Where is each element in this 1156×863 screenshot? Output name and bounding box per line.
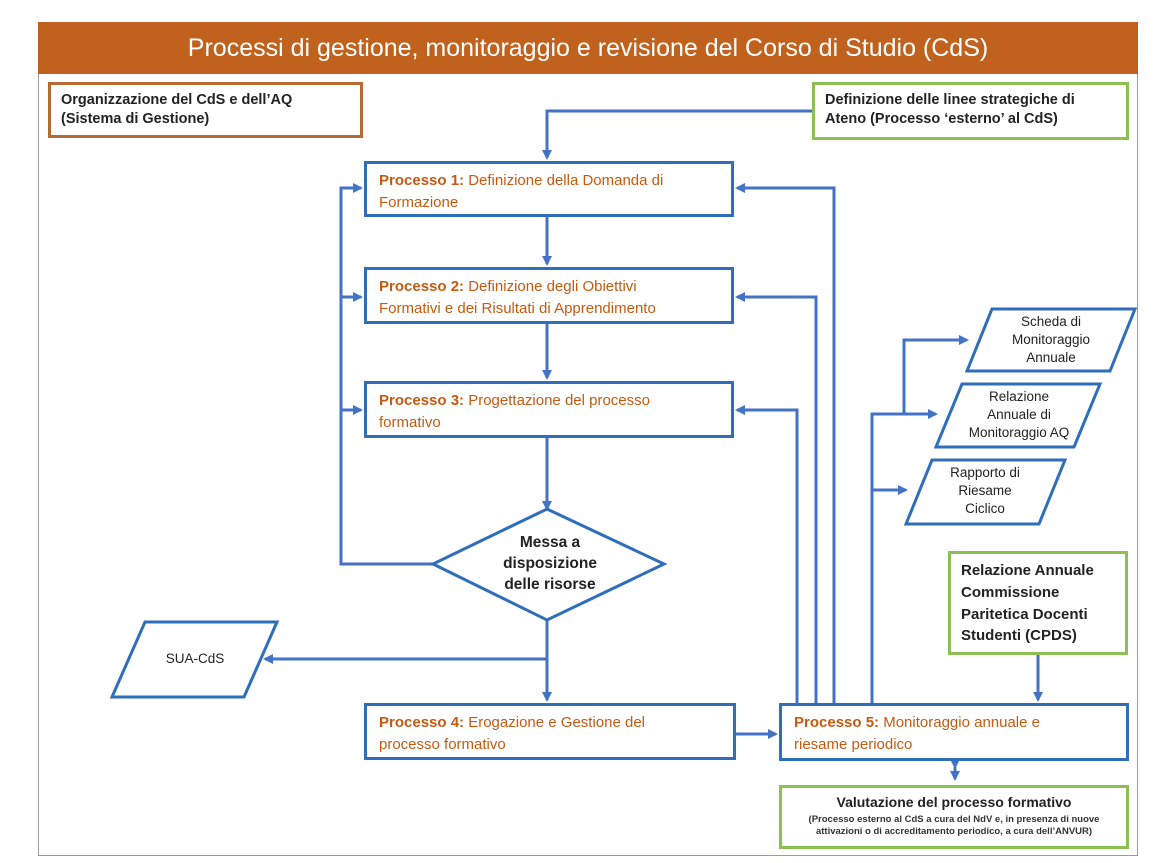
decision-line1: Messa a: [519, 534, 581, 551]
cpds-line1: Relazione Annuale: [961, 562, 1094, 579]
cpds-line3: Paritetica Docenti: [961, 605, 1088, 623]
process-1-text1: Definizione della Domanda di: [464, 172, 664, 189]
sua-cds-shape: [109, 620, 280, 699]
process-5-box: Processo 5: Monitoraggio annuale e riesa…: [779, 703, 1129, 761]
feedback-p5-to-p1: [735, 183, 836, 703]
scheda-label: Scheda di Monitoraggio Annuale: [980, 313, 1122, 368]
cpds-line2: Commissione: [961, 583, 1060, 601]
process-4-box: Processo 4: Erogazione e Gestione del pr…: [364, 703, 736, 760]
org-line2: (Sistema di Gestione): [61, 110, 210, 127]
scheda-shape: [964, 307, 1138, 373]
valutazione-subtitle: (Processo esterno al CdS a cura del NdV …: [790, 814, 1118, 839]
valutazione-title: Valutazione del processo formativo: [836, 794, 1072, 810]
process-4-label: Processo 4:: [379, 714, 465, 731]
process-2-label: Processo 2:: [379, 278, 465, 295]
valutazione-sub2: attivazioni o di accreditamento periodic…: [815, 826, 1093, 838]
ateno-line2: Ateno (Processo ‘esterno’ al CdS): [825, 110, 1058, 127]
ateno-line1: Definizione delle linee strategiche di: [825, 92, 1075, 108]
rapporto-line1: Rapporto di: [950, 465, 1020, 480]
rapporto-label: Rapporto di Riesame Ciclico: [915, 464, 1055, 519]
process-4-text2: processo formativo: [379, 735, 506, 753]
valutazione-sub1: (Processo esterno al CdS a cura del NdV …: [808, 814, 1100, 825]
arrow-to-scheda: [902, 335, 969, 414]
cpds-box: Relazione Annuale Commissione Paritetica…: [948, 551, 1128, 655]
decision-line3: delle risorse: [504, 575, 596, 593]
relazione-line1: Relazione: [988, 389, 1050, 404]
process-2-text1: Definizione degli Obiettivi: [464, 278, 637, 295]
decision-diamond: [429, 507, 668, 622]
process-3-label: Processo 3:: [379, 392, 465, 409]
relazione-line3: Monitoraggio AQ: [968, 425, 1070, 441]
process-1-text2: Formazione: [379, 193, 459, 211]
process-2-box: Processo 2: Definizione degli Obiettivi …: [364, 267, 734, 324]
scheda-line3: Annuale: [1026, 350, 1076, 366]
ateno-box: Definizione delle linee strategiche di A…: [812, 82, 1129, 140]
process-5-label: Processo 5:: [794, 714, 880, 731]
process-5-text1: Monitoraggio annuale e: [879, 714, 1040, 731]
org-box: Organizzazione del CdS e dell’AQ (Sistem…: [48, 82, 363, 138]
process-5-text2: riesame periodico: [794, 735, 913, 753]
org-line1: Organizzazione del CdS e dell’AQ: [61, 92, 293, 108]
arrow-ateno-to-p1: [542, 109, 812, 160]
process-1-label: Processo 1:: [379, 172, 465, 189]
feedback-p5-to-p2: [735, 292, 818, 703]
arrow-to-relazione: [870, 409, 938, 490]
rapporto-shape: [903, 458, 1068, 526]
cpds-line4: Studenti (CPDS): [961, 627, 1077, 645]
diagram-title: Processi di gestione, monitoraggio e rev…: [38, 22, 1138, 74]
decision-line2: disposizione: [503, 554, 597, 572]
process-3-text1: Progettazione del processo: [464, 392, 650, 409]
feedback-p5-to-p3: [735, 405, 799, 703]
loop-decision-left: [339, 183, 433, 566]
relazione-shape: [933, 382, 1103, 449]
process-2-text2: Formativi e dei Risultati di Apprendimen…: [379, 299, 656, 317]
process-3-text2: formativo: [379, 413, 441, 431]
relazione-line2: Annuale di: [987, 407, 1051, 423]
process-1-box: Processo 1: Definizione della Domanda di…: [364, 161, 734, 217]
sua-cds-label: SUA-CdS: [165, 651, 225, 666]
scheda-line1: Scheda di: [1020, 314, 1082, 329]
process-4-text1: Erogazione e Gestione del: [464, 714, 645, 731]
decision-label: Messa a disposizione delle risorse: [470, 533, 630, 596]
relazione-label: Relazione Annuale di Monitoraggio AQ: [948, 388, 1090, 443]
scheda-line2: Monitoraggio: [1011, 332, 1091, 348]
arrow-p5-to-rapporto: [870, 485, 908, 703]
rapporto-line3: Ciclico: [965, 501, 1005, 517]
process-3-box: Processo 3: Progettazione del processo f…: [364, 381, 734, 438]
valutazione-box: Valutazione del processo formativo (Proc…: [779, 785, 1129, 849]
rapporto-line2: Riesame: [958, 483, 1012, 499]
